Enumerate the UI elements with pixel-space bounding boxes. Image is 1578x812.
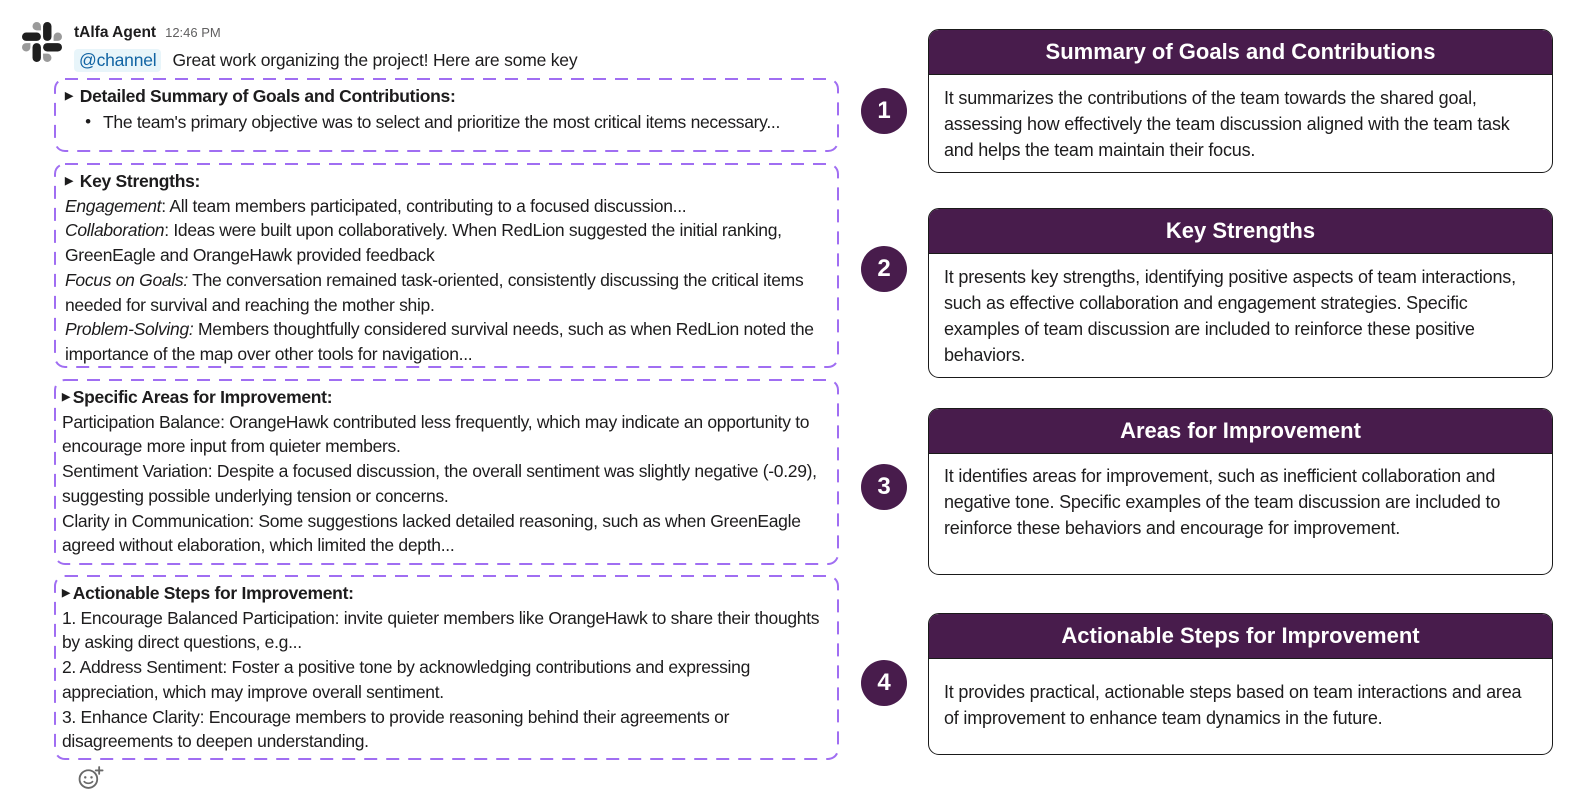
list-item: 1. Encourage Balanced Participation: inv… bbox=[62, 606, 832, 655]
section-title: Detailed Summary of Goals and Contributi… bbox=[79, 86, 456, 106]
card-body: It identifies areas for improvement, suc… bbox=[944, 466, 1501, 538]
disclosure-triangle-icon[interactable]: ▶ bbox=[65, 175, 73, 187]
sender-name[interactable]: tAlfa Agent bbox=[74, 24, 157, 41]
bullet-text: The team's primary objective was to sele… bbox=[103, 111, 781, 132]
item-lead: Engagement bbox=[65, 195, 162, 216]
annotation-number-1: 1 bbox=[861, 88, 907, 134]
sender-avatar[interactable] bbox=[22, 22, 62, 62]
section-header: ▶ Detailed Summary of Goals and Contribu… bbox=[65, 84, 832, 109]
annotation-card-summary: Summary of Goals and Contributions It su… bbox=[928, 29, 1553, 173]
disclosure-triangle-icon[interactable]: ▶ bbox=[65, 90, 73, 102]
disclosure-triangle-icon[interactable]: ▶ bbox=[62, 391, 70, 403]
card-title: Summary of Goals and Contributions bbox=[929, 30, 1552, 75]
list-item: • The team's primary objective was to se… bbox=[65, 110, 832, 135]
slack-logo-icon bbox=[22, 22, 62, 62]
add-reaction-button[interactable] bbox=[76, 764, 104, 792]
disclosure-triangle-icon[interactable]: ▶ bbox=[62, 587, 70, 599]
bullet-icon: • bbox=[85, 111, 91, 131]
item-text: 2. Address Sentiment: Foster a positive … bbox=[62, 657, 750, 702]
item-text: 1. Encourage Balanced Participation: inv… bbox=[62, 607, 820, 653]
list-item: Clarity in Communication: Some suggestio… bbox=[62, 509, 832, 558]
section-title: Specific Areas for Improvement: bbox=[72, 387, 333, 407]
annotation-number-2: 2 bbox=[861, 246, 907, 292]
list-item: Participation Balance: OrangeHawk contri… bbox=[62, 410, 832, 459]
list-item: Problem-Solving: Members thoughtfully co… bbox=[65, 317, 832, 366]
card-body: It provides practical, actionable steps … bbox=[944, 682, 1522, 728]
section-title: Key Strengths: bbox=[79, 171, 201, 191]
item-text: Clarity in Communication: Some suggestio… bbox=[62, 510, 801, 556]
annotation-card-steps: Actionable Steps for Improvement It prov… bbox=[928, 613, 1553, 755]
item-lead: Collaboration bbox=[65, 220, 165, 241]
list-item: 2. Address Sentiment: Foster a positive … bbox=[62, 655, 832, 704]
annotated-section-improvement: ▶ Specific Areas for Improvement: Partic… bbox=[53, 378, 840, 566]
list-item: 3. Enhance Clarity: Encourage members to… bbox=[62, 705, 832, 754]
message-intro-line: @channel Great work organizing the proje… bbox=[74, 49, 578, 72]
list-item: Focus on Goals: The conversation remaine… bbox=[65, 268, 832, 317]
card-body: It presents key strengths, identifying p… bbox=[944, 267, 1516, 365]
section-header: ▶ Actionable Steps for Improvement: bbox=[62, 581, 832, 606]
smiley-plus-icon bbox=[78, 766, 104, 789]
channel-mention[interactable]: @channel bbox=[74, 49, 162, 72]
list-item: Collaboration: Ideas were built upon col… bbox=[65, 218, 832, 267]
item-text: 3. Enhance Clarity: Encourage members to… bbox=[62, 706, 730, 752]
section-title: Actionable Steps for Improvement: bbox=[72, 583, 354, 603]
item-text: Participation Balance: OrangeHawk contri… bbox=[62, 411, 810, 457]
section-header: ▶ Specific Areas for Improvement: bbox=[62, 385, 832, 410]
card-title: Areas for Improvement bbox=[929, 409, 1552, 454]
annotation-number-3: 3 bbox=[861, 464, 907, 510]
annotated-section-summary: ▶ Detailed Summary of Goals and Contribu… bbox=[53, 77, 840, 153]
annotation-card-strengths: Key Strengths It presents key strengths,… bbox=[928, 208, 1553, 378]
item-lead: Problem-Solving: bbox=[65, 319, 194, 340]
annotation-number-4: 4 bbox=[861, 660, 907, 706]
card-title: Actionable Steps for Improvement bbox=[929, 614, 1552, 659]
item-text: Sentiment Variation: Despite a focused d… bbox=[62, 461, 817, 506]
card-body: It summarizes the contributions of the t… bbox=[944, 88, 1510, 160]
annotated-section-strengths: ▶ Key Strengths: Engagement: All team me… bbox=[53, 162, 840, 369]
item-text: : All team members participated, contrib… bbox=[161, 195, 687, 216]
card-title: Key Strengths bbox=[929, 209, 1552, 254]
item-text: : Ideas were built upon collaboratively.… bbox=[65, 220, 782, 266]
message-intro-text: Great work organizing the project! Here … bbox=[172, 50, 578, 70]
message-timestamp[interactable]: 12:46 PM bbox=[165, 25, 221, 40]
annotated-section-steps: ▶ Actionable Steps for Improvement: 1. E… bbox=[53, 574, 840, 761]
annotation-card-improvement: Areas for Improvement It identifies area… bbox=[928, 408, 1553, 575]
item-lead: Focus on Goals: bbox=[65, 269, 188, 290]
list-item: Engagement: All team members participate… bbox=[65, 194, 832, 219]
message-header: tAlfa Agent 12:46 PM bbox=[74, 24, 221, 42]
list-item: Sentiment Variation: Despite a focused d… bbox=[62, 459, 832, 508]
section-header: ▶ Key Strengths: bbox=[65, 169, 832, 194]
